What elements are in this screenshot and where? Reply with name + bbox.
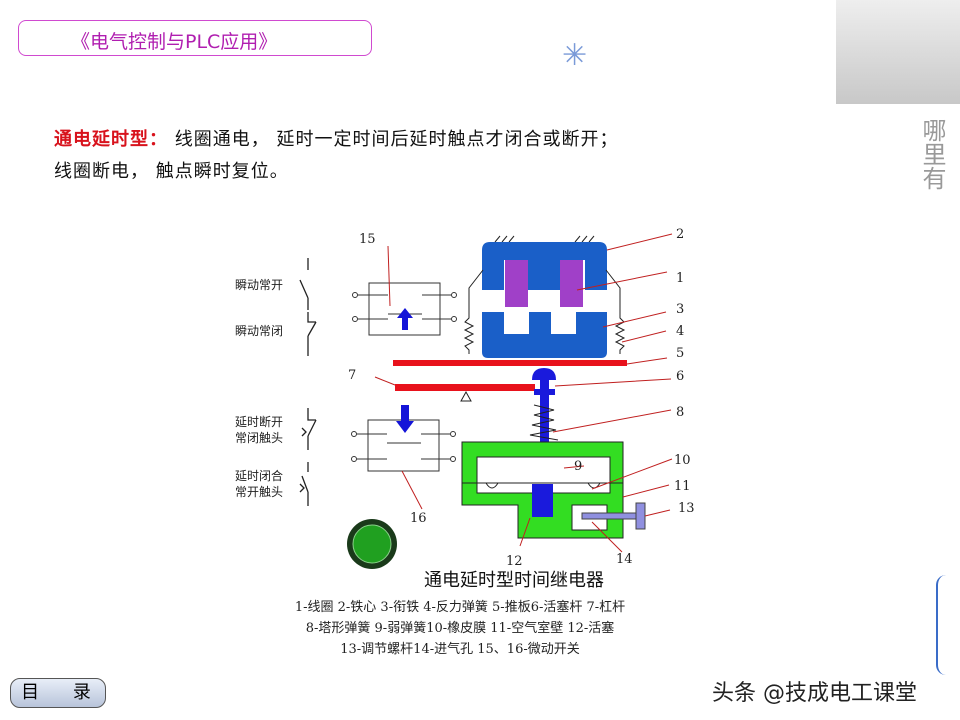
svg-text:3: 3	[676, 302, 684, 317]
svg-text:14: 14	[616, 552, 633, 567]
svg-text:8: 8	[676, 405, 684, 420]
up-arrow-icon	[397, 308, 413, 330]
contact-label: 常开触头	[235, 485, 283, 499]
svg-text:6: 6	[676, 369, 684, 384]
watermark: 头条 @技成电工课堂	[712, 681, 917, 706]
contact-label: 延时断开	[235, 414, 283, 429]
piston	[532, 484, 553, 517]
svg-text:11: 11	[674, 479, 691, 494]
legend-line: 8-塔形弹簧 9-弱弹簧10-橡皮膜 11-空气室壁 12-活塞	[305, 621, 615, 636]
reaction-springs	[463, 269, 626, 354]
pointer-lines	[374, 233, 673, 553]
svg-text:7: 7	[348, 368, 356, 383]
svg-text:13: 13	[678, 501, 695, 516]
page-title: 《电气控制与PLC应用》	[71, 31, 278, 53]
contact-symbols	[299, 258, 317, 506]
contact-label: 瞬动常闭	[235, 324, 283, 338]
piston-rod	[540, 378, 549, 488]
contact-label: 常闭触头	[235, 431, 283, 445]
contact-label: 延时闭合	[235, 468, 283, 483]
iron-core	[482, 242, 607, 290]
svg-text:10: 10	[674, 453, 691, 468]
micro-switch-15	[352, 282, 457, 336]
svg-text:5: 5	[676, 346, 684, 361]
hatch-marks	[494, 235, 595, 243]
part-numbers: 2 1 3 4 5 6 7 8 9 10 11 12 13 14 15 16	[348, 227, 695, 569]
armature	[482, 312, 607, 358]
svg-text:4: 4	[676, 324, 684, 339]
side-text: 哪里有	[918, 118, 946, 190]
svg-text:16: 16	[410, 511, 427, 526]
down-arrow-icon	[396, 405, 414, 433]
legend-line: 1-线圈 2-铁心 3-衔铁 4-反力弹簧 5-推板6-活塞杆 7-杠杆	[294, 600, 626, 615]
intro-text: 通电延时型： 线圈通电， 延时一定时间后延时触点才闭合或断开； 线圈断电， 触点…	[54, 124, 618, 188]
tower-spring	[529, 404, 559, 441]
relay-product-photo	[836, 0, 960, 104]
title-box: 《电气控制与PLC应用》	[18, 20, 372, 56]
diagram-caption: 通电延时型时间继电器	[424, 570, 604, 591]
lever	[395, 384, 535, 391]
svg-text:9: 9	[574, 459, 582, 474]
green-action-button[interactable]	[352, 524, 392, 564]
svg-text:15: 15	[359, 232, 376, 247]
coil-left	[505, 260, 528, 307]
menu-button[interactable]: 目 录	[10, 678, 106, 708]
svg-text:2: 2	[676, 227, 684, 242]
intro-line-1: 线圈通电， 延时一定时间后延时触点才闭合或断开；	[174, 129, 619, 150]
intro-label: 通电延时型：	[54, 129, 168, 150]
star-decoration-icon: ✳	[562, 38, 588, 73]
svg-text:12: 12	[506, 554, 523, 569]
svg-text:1: 1	[676, 271, 684, 286]
intro-line-2: 线圈断电， 触点瞬时复位。	[54, 161, 289, 182]
adjust-screw	[581, 512, 638, 520]
pivot-icon	[460, 390, 472, 402]
push-plate	[393, 360, 627, 366]
contact-label: 瞬动常开	[235, 278, 283, 292]
corner-decoration	[936, 575, 958, 675]
parts-legend: 1-线圈 2-铁心 3-衔铁 4-反力弹簧 5-推板6-活塞杆 7-杠杆 8-塔…	[240, 597, 680, 660]
legend-line: 13-调节螺杆14-进气孔 15、16-微动开关	[340, 642, 580, 657]
coil-right	[560, 260, 583, 307]
rod-head	[532, 368, 556, 380]
